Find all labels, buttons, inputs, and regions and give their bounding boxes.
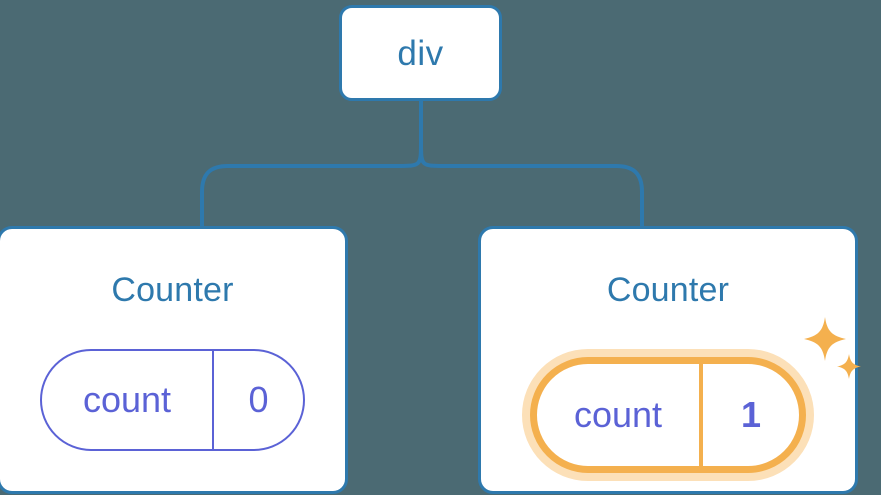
state-pill-wrapper: count 1 [481, 349, 855, 481]
state-pill-key: count [537, 364, 703, 466]
connector-to-left-card [200, 141, 423, 228]
state-pill-count[interactable]: count 0 [40, 349, 305, 451]
state-pill-key: count [42, 351, 214, 449]
node-div-label: div [397, 33, 444, 73]
state-pill-value: 0 [214, 351, 303, 449]
state-pill-key-label: count [82, 379, 172, 420]
state-pill-wrapper: count 0 [0, 349, 345, 451]
state-pill-value: 1 [703, 364, 799, 466]
card-counter-left[interactable]: Counter count 0 [0, 226, 348, 494]
state-pill-value-label: 1 [740, 394, 762, 435]
state-pill-value-label: 0 [248, 379, 269, 420]
state-pill-highlight-glow: count 1 [522, 349, 814, 481]
node-div[interactable]: div [339, 5, 502, 101]
card-title: Counter [606, 271, 730, 309]
state-pill-count-updated[interactable]: count 1 [530, 357, 806, 473]
state-pill-key-label: count [573, 394, 663, 435]
card-counter-right[interactable]: Counter count 1 [478, 226, 861, 494]
connector-to-right-card [419, 141, 644, 228]
card-title: Counter [111, 271, 234, 309]
